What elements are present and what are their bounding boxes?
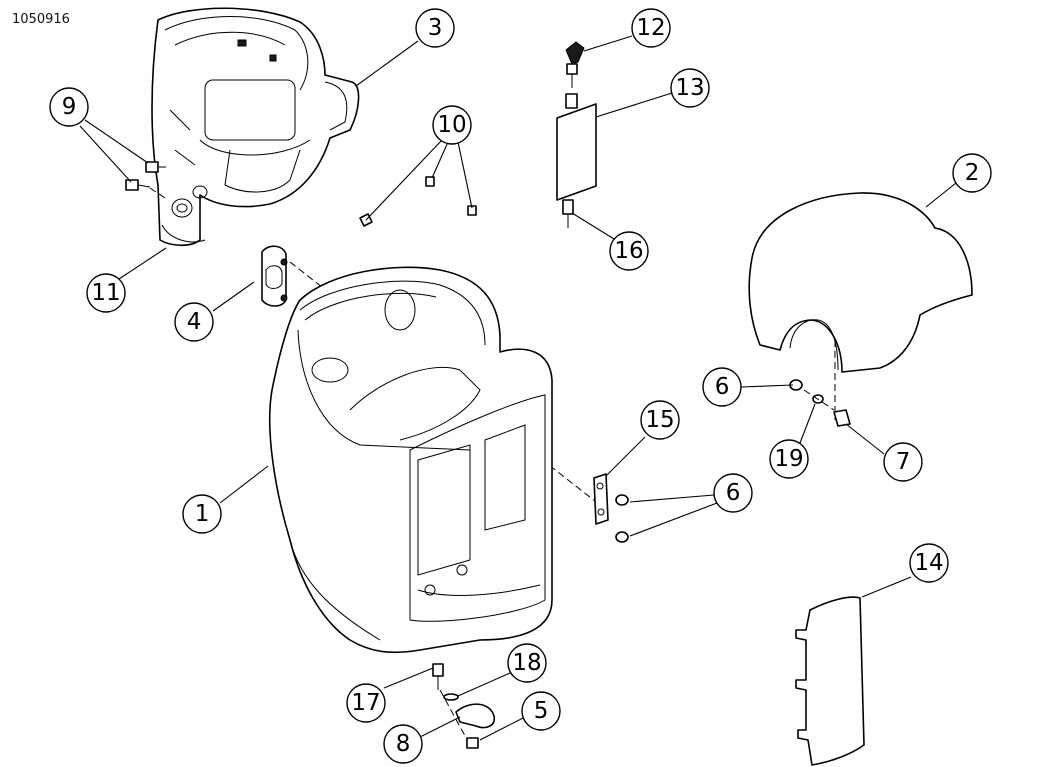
callout-5: 5 <box>521 691 561 731</box>
key-part-12 <box>565 41 585 88</box>
clip-part-7 <box>833 409 851 427</box>
inner-fairing-part <box>151 7 360 247</box>
callout-2-label: 2 <box>965 160 980 186</box>
callout-15-label: 15 <box>645 407 674 433</box>
callout-1-label: 1 <box>195 501 210 527</box>
screw-part-9 <box>125 161 166 199</box>
callout-12: 12 <box>631 8 671 48</box>
callout-18-label: 18 <box>512 650 541 676</box>
washer-part-19 <box>803 389 835 411</box>
callout-3: 3 <box>415 8 455 48</box>
callout-19: 19 <box>769 439 809 479</box>
nut-part-6-lower <box>615 494 629 543</box>
bolt-part-17 <box>432 663 444 690</box>
callout-10: 10 <box>432 105 472 145</box>
callout-8: 8 <box>383 724 423 764</box>
callout-15: 15 <box>640 400 680 440</box>
washer-part-18 <box>439 689 471 746</box>
document-id: 1050916 <box>12 12 70 27</box>
latch-part-16 <box>562 199 574 228</box>
callout-14: 14 <box>909 543 949 583</box>
callout-6-lower: 6 <box>713 473 753 513</box>
strap-part-8 <box>455 703 496 729</box>
callout-11-label: 11 <box>91 280 120 306</box>
bracket-part-4 <box>261 245 601 506</box>
callout-13: 13 <box>670 68 710 108</box>
callout-7-label: 7 <box>896 449 911 475</box>
callout-7: 7 <box>883 442 923 482</box>
callout-12-label: 12 <box>636 15 665 41</box>
callout-8-label: 8 <box>396 731 411 757</box>
callout-17-label: 17 <box>351 690 380 716</box>
callout-6-upper: 6 <box>702 367 742 407</box>
callout-17: 17 <box>346 683 386 723</box>
bracket-part-15 <box>593 473 609 525</box>
callout-5-label: 5 <box>534 698 549 724</box>
cover-plate-part-13 <box>556 93 597 201</box>
leader-lines <box>79 35 957 741</box>
callout-6-lower-label: 6 <box>726 480 741 506</box>
callout-16: 16 <box>609 231 649 271</box>
callout-2: 2 <box>952 153 992 193</box>
callout-9-label: 9 <box>62 94 77 120</box>
screw-part-10 <box>359 176 477 227</box>
callout-13-label: 13 <box>675 75 704 101</box>
callout-9: 9 <box>49 87 89 127</box>
lower-panel-part-11 <box>161 224 206 243</box>
screw-part-5 <box>466 737 479 749</box>
callout-16-label: 16 <box>614 238 643 264</box>
callout-4: 4 <box>174 302 214 342</box>
main-fairing-part-1 <box>268 266 553 654</box>
callout-4-label: 4 <box>187 309 202 335</box>
callout-10-label: 10 <box>437 112 466 138</box>
callout-1: 1 <box>182 494 222 534</box>
side-panel-part-14 <box>795 596 865 766</box>
callout-19-label: 19 <box>774 446 803 472</box>
callout-3-label: 3 <box>428 15 443 41</box>
top-cover-part-2 <box>748 192 973 420</box>
callout-18: 18 <box>507 643 547 683</box>
callout-6-upper-label: 6 <box>715 374 730 400</box>
callout-14-label: 14 <box>914 550 943 576</box>
callout-11: 11 <box>86 273 126 313</box>
